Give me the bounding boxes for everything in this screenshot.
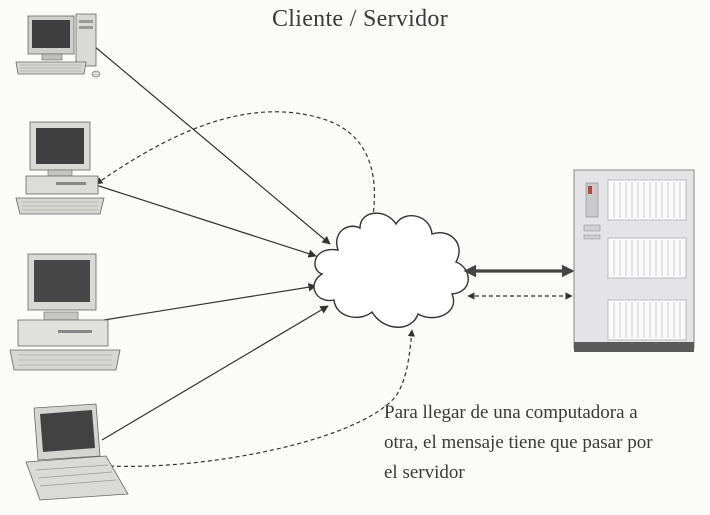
dashed-path-desktop1 xyxy=(95,111,375,223)
link-tower-cloud xyxy=(93,45,331,245)
link-desktop1-cloud xyxy=(95,184,317,258)
dashed-path-laptop xyxy=(109,329,415,467)
diagram-caption: Para llegar de una computadora a otra, e… xyxy=(384,398,704,488)
caption-line: Para llegar de una computadora a xyxy=(384,402,638,423)
server-cabinet-icon xyxy=(573,169,695,352)
desktop-computer-icon xyxy=(9,253,121,371)
client-links xyxy=(93,45,331,441)
message-paths xyxy=(95,111,415,467)
caption-line: el servidor xyxy=(384,462,465,483)
laptop-icon xyxy=(25,403,129,501)
link-laptop-cloud xyxy=(101,305,329,441)
diagram-title: Cliente / Servidor xyxy=(271,6,449,32)
desktop-tower-icon xyxy=(15,13,101,78)
caption-line: otra, el mensaje tiene que pasar por xyxy=(384,432,653,453)
link-desktop2-cloud xyxy=(103,283,317,321)
network-cloud-icon xyxy=(313,212,469,328)
server-links xyxy=(463,264,575,300)
desktop-computer-icon xyxy=(15,121,105,215)
